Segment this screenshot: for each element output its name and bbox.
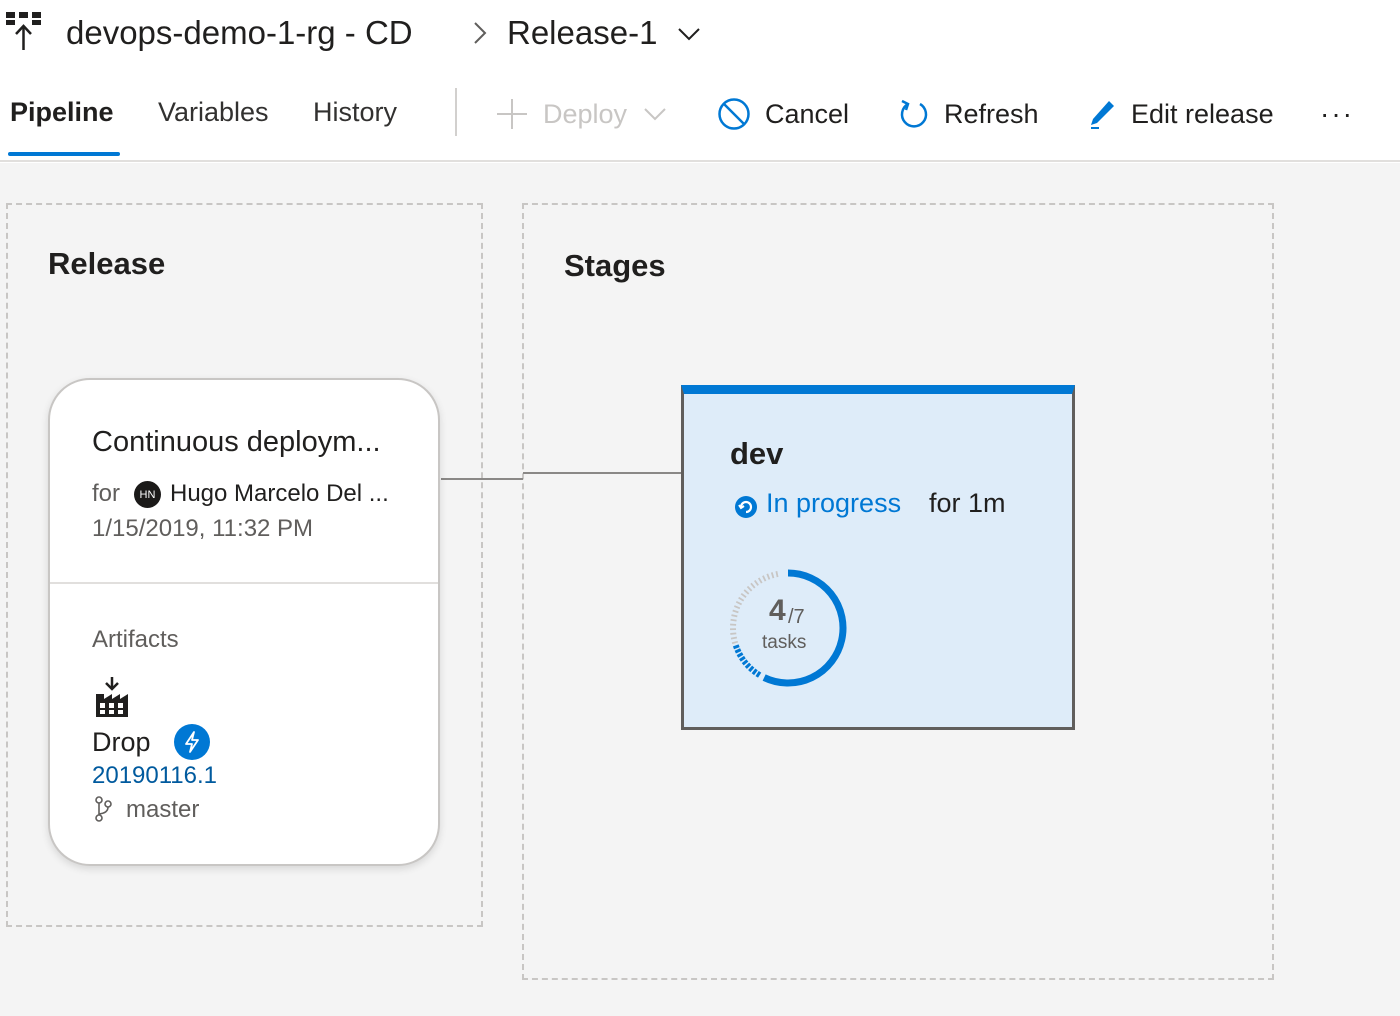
release-lane-title: Release (48, 246, 166, 281)
pending-task-tick (731, 614, 738, 618)
tab-variables[interactable]: Variables (158, 97, 269, 127)
pending-task-tick (736, 652, 744, 658)
tasks-label: tasks (762, 632, 807, 653)
edit-release-button[interactable]: Edit release (1087, 92, 1274, 136)
tasks-total-count: /7 (788, 606, 805, 628)
for-label: for (92, 480, 121, 507)
stage-status: In progress (766, 488, 902, 518)
artifacts-label: Artifacts (92, 626, 179, 653)
tab-history[interactable]: History (313, 97, 398, 127)
cancel-button[interactable]: Cancel (717, 92, 849, 136)
avatar: HN (134, 481, 161, 508)
release-lane (6, 203, 483, 927)
release-trigger-title: Continuous deploym... (92, 426, 381, 458)
connector-line (523, 472, 683, 474)
breadcrumb-release[interactable]: Release-1 (507, 14, 658, 51)
pending-task-tick (755, 671, 762, 678)
pending-task-tick (730, 636, 738, 640)
pending-task-tick (739, 655, 746, 662)
pending-task-tick (738, 596, 745, 602)
refresh-label: Refresh (944, 98, 1039, 129)
plus-icon (497, 99, 527, 129)
pending-task-tick (740, 592, 747, 598)
chevron-down-icon[interactable] (676, 24, 702, 44)
pending-task-tick (741, 659, 749, 666)
release-pipeline-icon (6, 12, 41, 50)
cancel-icon (718, 98, 750, 130)
artifact-branch: master (126, 796, 200, 823)
deploy-label: Deploy (543, 98, 628, 129)
pending-task-tick (775, 570, 779, 578)
git-branch-icon (95, 796, 112, 822)
stages-lane (522, 203, 1274, 980)
stage-duration: for 1m (929, 488, 1006, 518)
pending-task-tick (750, 582, 756, 589)
connector-line (441, 478, 523, 480)
cancel-label: Cancel (765, 98, 850, 129)
task-progress-ring (729, 569, 847, 687)
release-date: 1/15/2019, 11:32 PM (92, 515, 314, 542)
breadcrumb-separator-icon (474, 22, 487, 44)
card-divider (50, 582, 438, 584)
pending-task-tick (770, 572, 775, 579)
pending-task-tick (754, 579, 759, 586)
toolbar-divider (455, 88, 457, 136)
pending-task-tick (735, 600, 743, 606)
refresh-button[interactable]: Refresh (898, 92, 1039, 136)
pending-task-tick (746, 585, 753, 592)
deploy-button[interactable]: Deploy (495, 92, 667, 136)
more-actions-button[interactable]: ··· (1320, 98, 1354, 129)
refresh-icon (900, 99, 928, 128)
release-requester: Hugo Marcelo Del ... (170, 480, 389, 507)
pending-task-tick (743, 589, 750, 595)
pending-task-tick (730, 618, 737, 622)
pending-task-tick (733, 605, 741, 610)
in-progress-icon (735, 496, 757, 518)
stage-name: dev (730, 436, 784, 471)
tasks-done-count: 4 (769, 594, 786, 627)
release-header: devops-demo-1-rg - CD Release-1 Pipeline… (0, 0, 1400, 162)
completed-tasks-arc (762, 569, 847, 687)
pending-task-tick (732, 644, 740, 650)
artifact-version-link[interactable]: 20190116.1 (92, 762, 218, 789)
breadcrumb-pipeline[interactable]: devops-demo-1-rg - CD (66, 14, 413, 51)
active-tab-indicator (8, 152, 120, 156)
pending-task-tick (730, 632, 737, 635)
edit-release-label: Edit release (1131, 98, 1274, 129)
artifact-name: Drop (92, 727, 151, 757)
chevron-down-icon (644, 108, 666, 121)
title-row: devops-demo-1-rg - CD Release-1 (0, 0, 1400, 70)
stages-lane-title: Stages (564, 248, 666, 283)
pending-task-tick (732, 609, 739, 614)
pending-task-tick (748, 665, 755, 673)
pending-task-tick (762, 575, 767, 582)
lightning-icon (174, 724, 210, 760)
pending-task-tick (751, 668, 758, 676)
pending-task-tick (744, 662, 752, 669)
release-card[interactable]: Continuous deploym... for HN Hugo Marcel… (48, 378, 440, 866)
tab-pipeline[interactable]: Pipeline (10, 97, 114, 127)
pending-task-tick (731, 640, 739, 645)
stage-card-dev[interactable]: dev In progress for 1m 4 /7 tasks (681, 385, 1075, 730)
pending-task-tick (734, 648, 742, 654)
pencil-icon (1091, 101, 1114, 129)
pending-task-tick (757, 577, 763, 584)
build-artifact-icon (96, 677, 128, 717)
pending-task-tick (766, 573, 771, 580)
